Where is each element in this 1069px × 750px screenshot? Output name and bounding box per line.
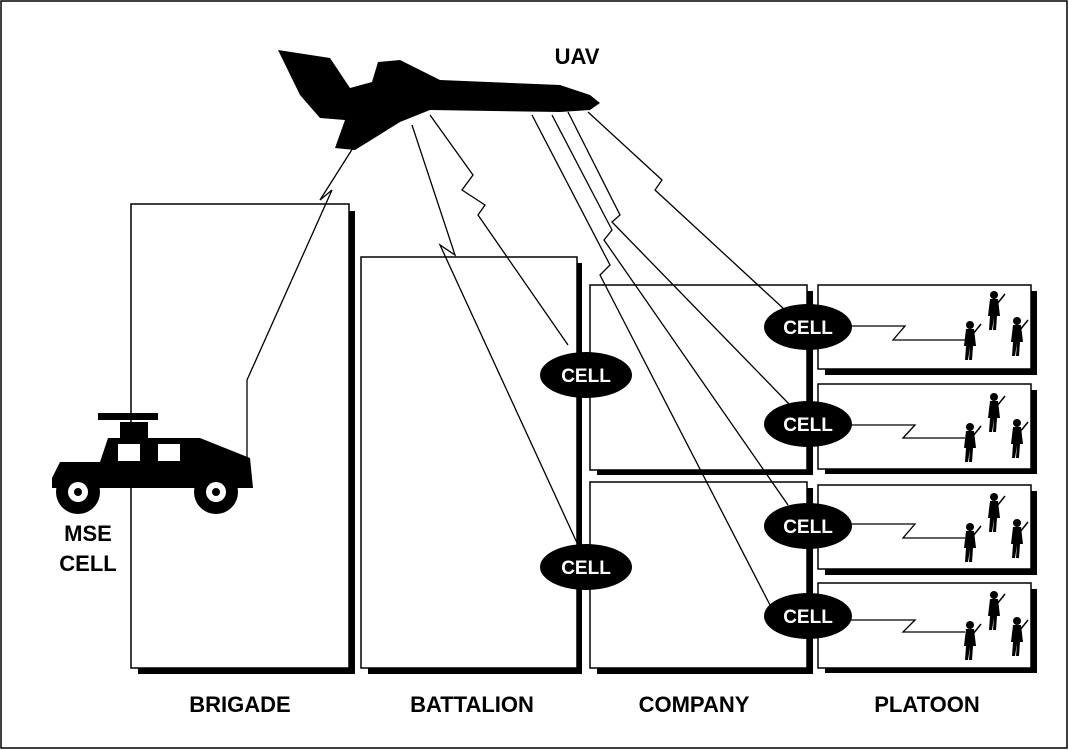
cell-label: CELL	[783, 318, 833, 339]
uav-label: UAV	[555, 44, 600, 69]
battalion-label: BATTALION	[410, 692, 534, 717]
brigade-box	[131, 204, 349, 668]
cell-node: CELL	[764, 401, 852, 447]
cell-label: CELL	[783, 607, 833, 628]
vehicle-label-line-2: CELL	[59, 551, 116, 576]
cell-node: CELL	[540, 544, 632, 590]
cell-label: CELL	[783, 415, 833, 436]
cell-label: CELL	[561, 366, 611, 387]
cell-node: CELL	[764, 593, 852, 639]
cell-node: CELL	[540, 352, 632, 398]
cell-node: CELL	[764, 304, 852, 350]
cell-node: CELL	[764, 503, 852, 549]
cell-label: CELL	[783, 517, 833, 538]
cell-label: CELL	[561, 558, 611, 579]
platoon-label: PLATOON	[874, 692, 980, 717]
platoon-box-4	[818, 583, 1037, 673]
brigade-label: BRIGADE	[189, 692, 290, 717]
vehicle-label-line-1: MSE	[64, 521, 112, 546]
battalion-box	[361, 257, 577, 668]
company-label: COMPANY	[639, 692, 750, 717]
uav-aircraft	[278, 50, 600, 150]
